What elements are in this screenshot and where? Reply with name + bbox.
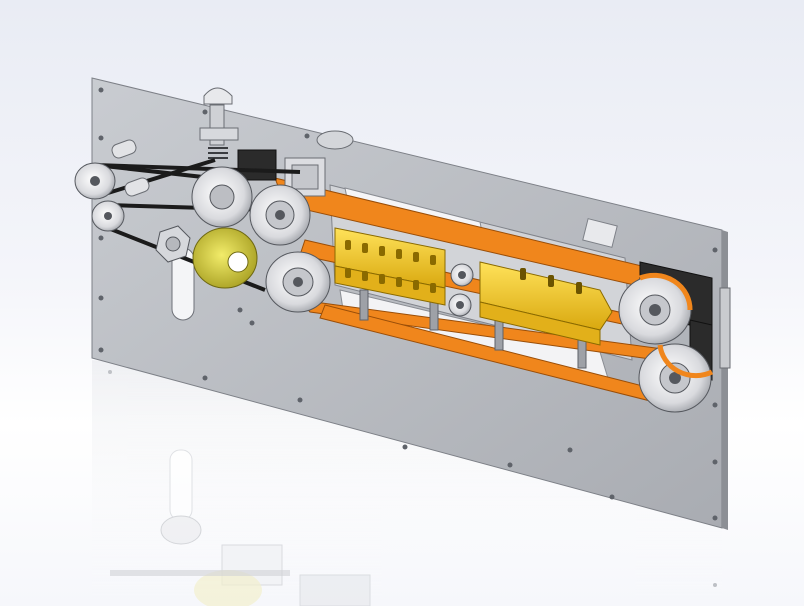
tension-knob [199, 87, 239, 159]
cutter-block-left [334, 227, 446, 306]
main-pulley-c [265, 251, 331, 313]
support-posts [359, 289, 587, 369]
bearing-housing-left [237, 149, 277, 181]
hex-nut [155, 225, 191, 263]
idler-pulley-left-upper [74, 162, 116, 200]
cutter-block-right [479, 261, 613, 346]
motor-mount [284, 130, 354, 197]
guide-bearings [448, 263, 474, 317]
right-pulley-lower [638, 343, 712, 413]
pulley-shafts [111, 139, 150, 197]
idler-pulley-left-lower [91, 200, 125, 232]
right-pulley-upper [618, 275, 692, 345]
main-pulley-b [249, 184, 311, 246]
belt-wrap-right [639, 272, 714, 379]
main-pulley-a [191, 166, 253, 228]
drive-pulley-olive [192, 227, 258, 289]
